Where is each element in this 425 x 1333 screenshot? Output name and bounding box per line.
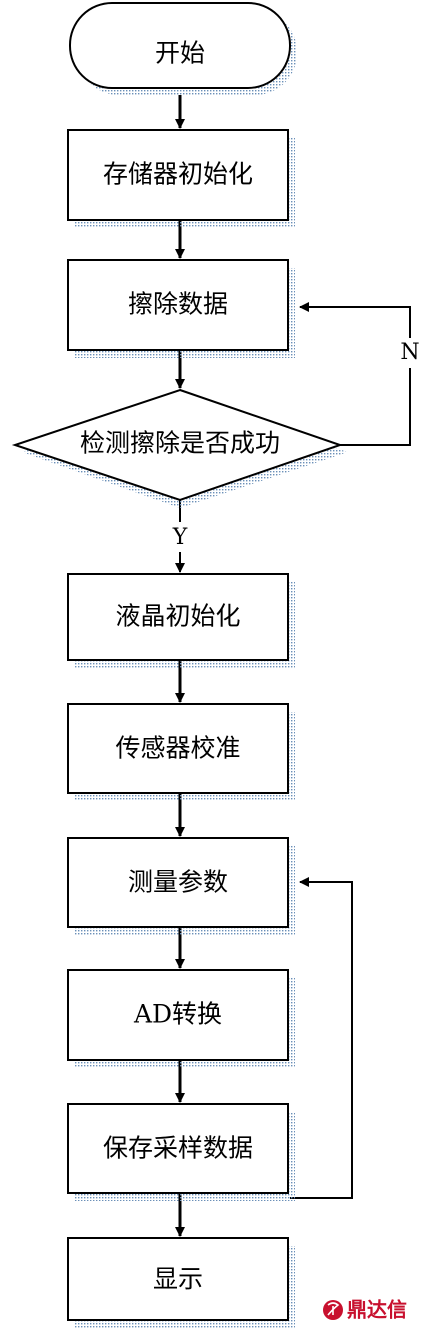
yes-label-bg [166,522,194,552]
branch-yes-label: Y [172,525,188,550]
start-label: 开始 [155,39,205,68]
erase-data-label: 擦除数据 [128,290,228,319]
node-lcd-init: 液晶初始化 [67,573,295,668]
measure-params-label: 测量参数 [128,868,228,897]
watermark: 鼎达信 [323,1298,407,1322]
branch-no-label: N [400,340,419,365]
node-measure-params: 测量参数 [67,837,295,935]
node-display: 显示 [67,1237,295,1328]
ad-convert-label: AD转换 [133,1000,222,1029]
check-erase-label: 检测擦除是否成功 [80,429,280,458]
node-save-samples: 保存采样数据 [67,1103,295,1201]
save-samples-label: 保存采样数据 [103,1134,253,1163]
no-label-bg [397,338,423,368]
memory-init-label: 存储器初始化 [103,160,253,189]
node-ad-convert: AD转换 [67,969,295,1068]
arrow-no-loop [299,302,411,446]
watermark-text: 鼎达信 [347,1298,407,1322]
node-sensor-calib: 传感器校准 [67,703,295,801]
node-start: 开始 [69,2,297,95]
sensor-calib-label: 传感器校准 [115,734,240,763]
arrow-display-loop [290,877,353,1199]
lcd-init-label: 液晶初始化 [115,602,240,631]
node-memory-init: 存储器初始化 [67,129,295,228]
display-label: 显示 [153,1265,203,1294]
node-erase-data: 擦除数据 [67,259,295,358]
node-check-erase: 检测擦除是否成功 [11,388,348,508]
